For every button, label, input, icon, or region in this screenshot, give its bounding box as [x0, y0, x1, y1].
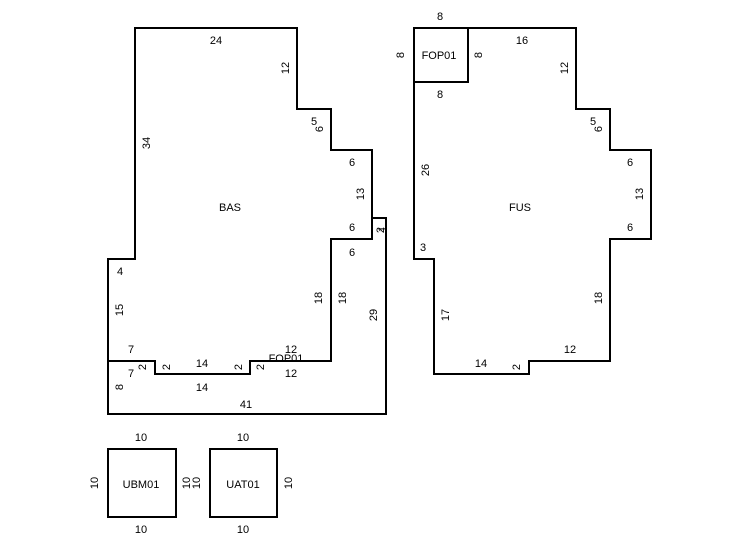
dim-label: 10	[237, 524, 249, 536]
dim-label: 3	[420, 242, 426, 254]
dim-label: 24	[210, 35, 222, 47]
dim-label: 34	[141, 137, 153, 149]
dim-label: 2	[255, 364, 267, 370]
dim-label: 6	[627, 222, 633, 234]
dim-label: 5	[590, 116, 596, 128]
dim-label: 8	[114, 384, 126, 390]
dim-label: 2	[511, 364, 523, 370]
area-label-fop-lower: FOP01	[269, 353, 304, 365]
dim-label: 7	[128, 368, 134, 380]
dim-label: 12	[285, 344, 297, 356]
fop-upper-outline[interactable]	[413, 27, 469, 83]
dim-label: 10	[237, 432, 249, 444]
dim-label: 26	[420, 164, 432, 176]
dim-label: 18	[313, 292, 325, 304]
dim-label: 6	[627, 157, 633, 169]
dim-label: 14	[196, 358, 208, 370]
dim-label: 2	[161, 364, 173, 370]
fop-lower-outline[interactable]	[107, 217, 387, 415]
dim-label: 10	[181, 477, 193, 489]
dim-label: 8	[437, 11, 443, 23]
dim-label: 12	[559, 62, 571, 74]
dim-label: 13	[634, 188, 646, 200]
dim-label: 12	[280, 62, 292, 74]
uat-outline[interactable]	[209, 448, 278, 518]
dim-label: 6	[349, 222, 355, 234]
dim-label: 2	[375, 227, 387, 233]
dim-label: 17	[440, 309, 452, 321]
dim-label: 1	[377, 226, 389, 232]
dim-label: 10	[191, 477, 203, 489]
dim-label: 18	[593, 292, 605, 304]
area-label-bas: BAS	[219, 202, 241, 214]
area-label-ubm: UBM01	[123, 479, 160, 491]
dim-label: 16	[516, 35, 528, 47]
dim-label: 10	[135, 432, 147, 444]
dim-label: 6	[314, 126, 326, 132]
dim-label: 13	[355, 188, 367, 200]
dim-label: 10	[135, 524, 147, 536]
ubm-outline[interactable]	[107, 448, 177, 518]
dim-label: 8	[437, 89, 443, 101]
dim-label: 4	[117, 266, 123, 278]
dim-label: 2	[233, 364, 245, 370]
dim-label: 8	[473, 52, 485, 58]
dim-label: 5	[311, 116, 317, 128]
dim-label: 12	[285, 368, 297, 380]
area-label-uat: UAT01	[226, 479, 259, 491]
dim-label: 2	[137, 364, 149, 370]
dim-label: 12	[564, 344, 576, 356]
bas-outline[interactable]	[107, 27, 373, 375]
dim-label: 6	[349, 247, 355, 259]
dim-label: 18	[337, 292, 349, 304]
dim-label: 6	[593, 126, 605, 132]
dim-label: 15	[114, 304, 126, 316]
dim-label: 7	[128, 344, 134, 356]
area-label-fop-upper: FOP01	[422, 50, 457, 62]
dim-label: 14	[475, 358, 487, 370]
dim-label: 10	[283, 477, 295, 489]
dim-label: 10	[89, 477, 101, 489]
dim-label: 8	[395, 52, 407, 58]
area-label-fus: FUS	[509, 202, 531, 214]
fus-outline[interactable]	[413, 27, 652, 375]
dim-label: 6	[349, 157, 355, 169]
dim-label: 41	[240, 399, 252, 411]
dim-label: 29	[368, 309, 380, 321]
dim-label: 14	[196, 382, 208, 394]
